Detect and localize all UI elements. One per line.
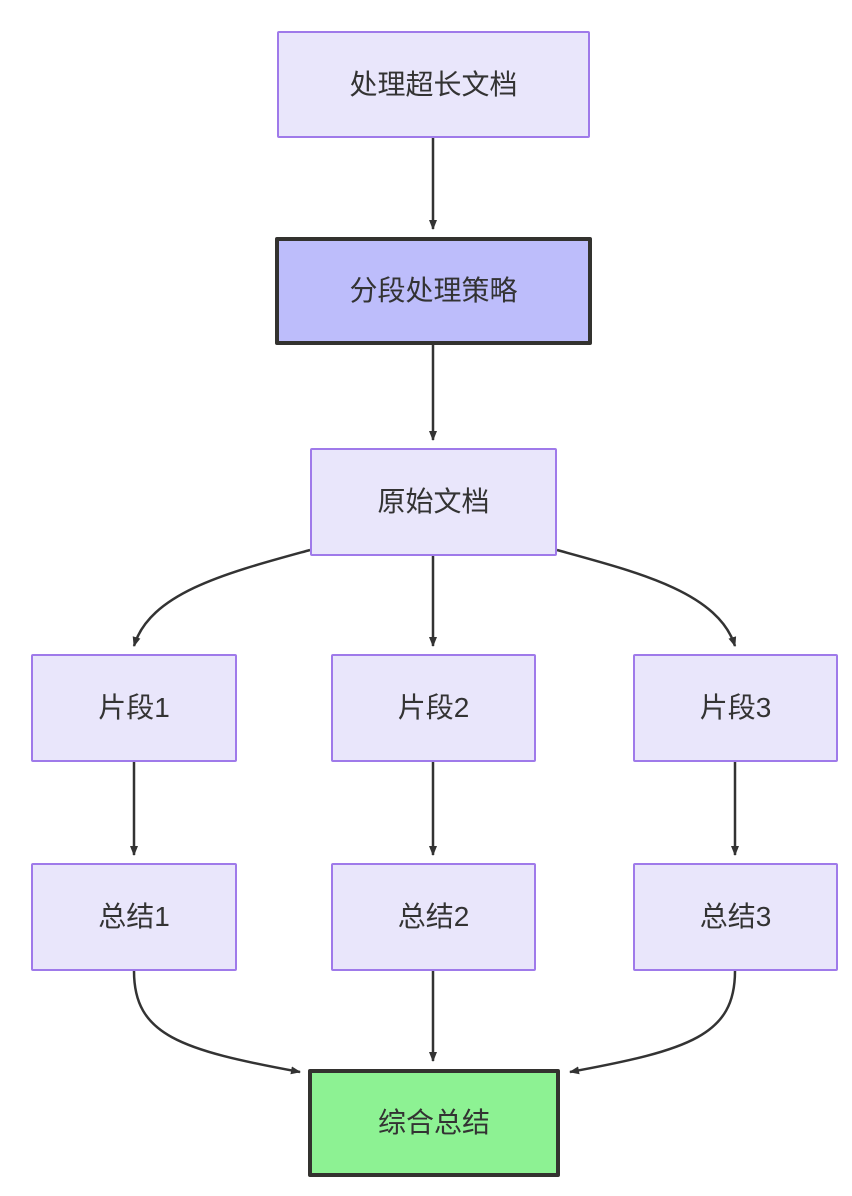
node-label: 综合总结 [377, 1107, 490, 1139]
node-label: 片段2 [397, 692, 470, 724]
node-comprehensive-summary[interactable]: 综合总结 [308, 1069, 560, 1177]
edge-sum1-to-final [132, 970, 301, 1075]
node-summary-3[interactable]: 总结3 [633, 863, 838, 971]
node-summary-1[interactable]: 总结1 [31, 863, 237, 971]
edge-source-to-frag1 [132, 548, 311, 647]
node-summary-2[interactable]: 总结2 [331, 863, 536, 971]
node-source-document[interactable]: 原始文档 [310, 448, 557, 556]
edge-sum3-to-final [569, 970, 737, 1075]
node-process-long-document[interactable]: 处理超长文档 [277, 31, 590, 138]
node-fragment-1[interactable]: 片段1 [31, 654, 237, 762]
node-label: 总结1 [98, 901, 170, 933]
node-fragment-2[interactable]: 片段2 [331, 654, 536, 762]
node-fragment-3[interactable]: 片段3 [633, 654, 838, 762]
node-label: 总结2 [397, 901, 470, 933]
node-label: 处理超长文档 [349, 68, 518, 100]
node-chunking-strategy[interactable]: 分段处理策略 [275, 237, 592, 345]
node-label: 分段处理策略 [349, 275, 518, 307]
node-label: 片段3 [699, 692, 772, 724]
node-label: 原始文档 [377, 486, 490, 518]
node-label: 总结3 [699, 901, 772, 933]
node-label: 片段1 [98, 692, 170, 724]
edge-source-to-frag3 [556, 548, 737, 647]
